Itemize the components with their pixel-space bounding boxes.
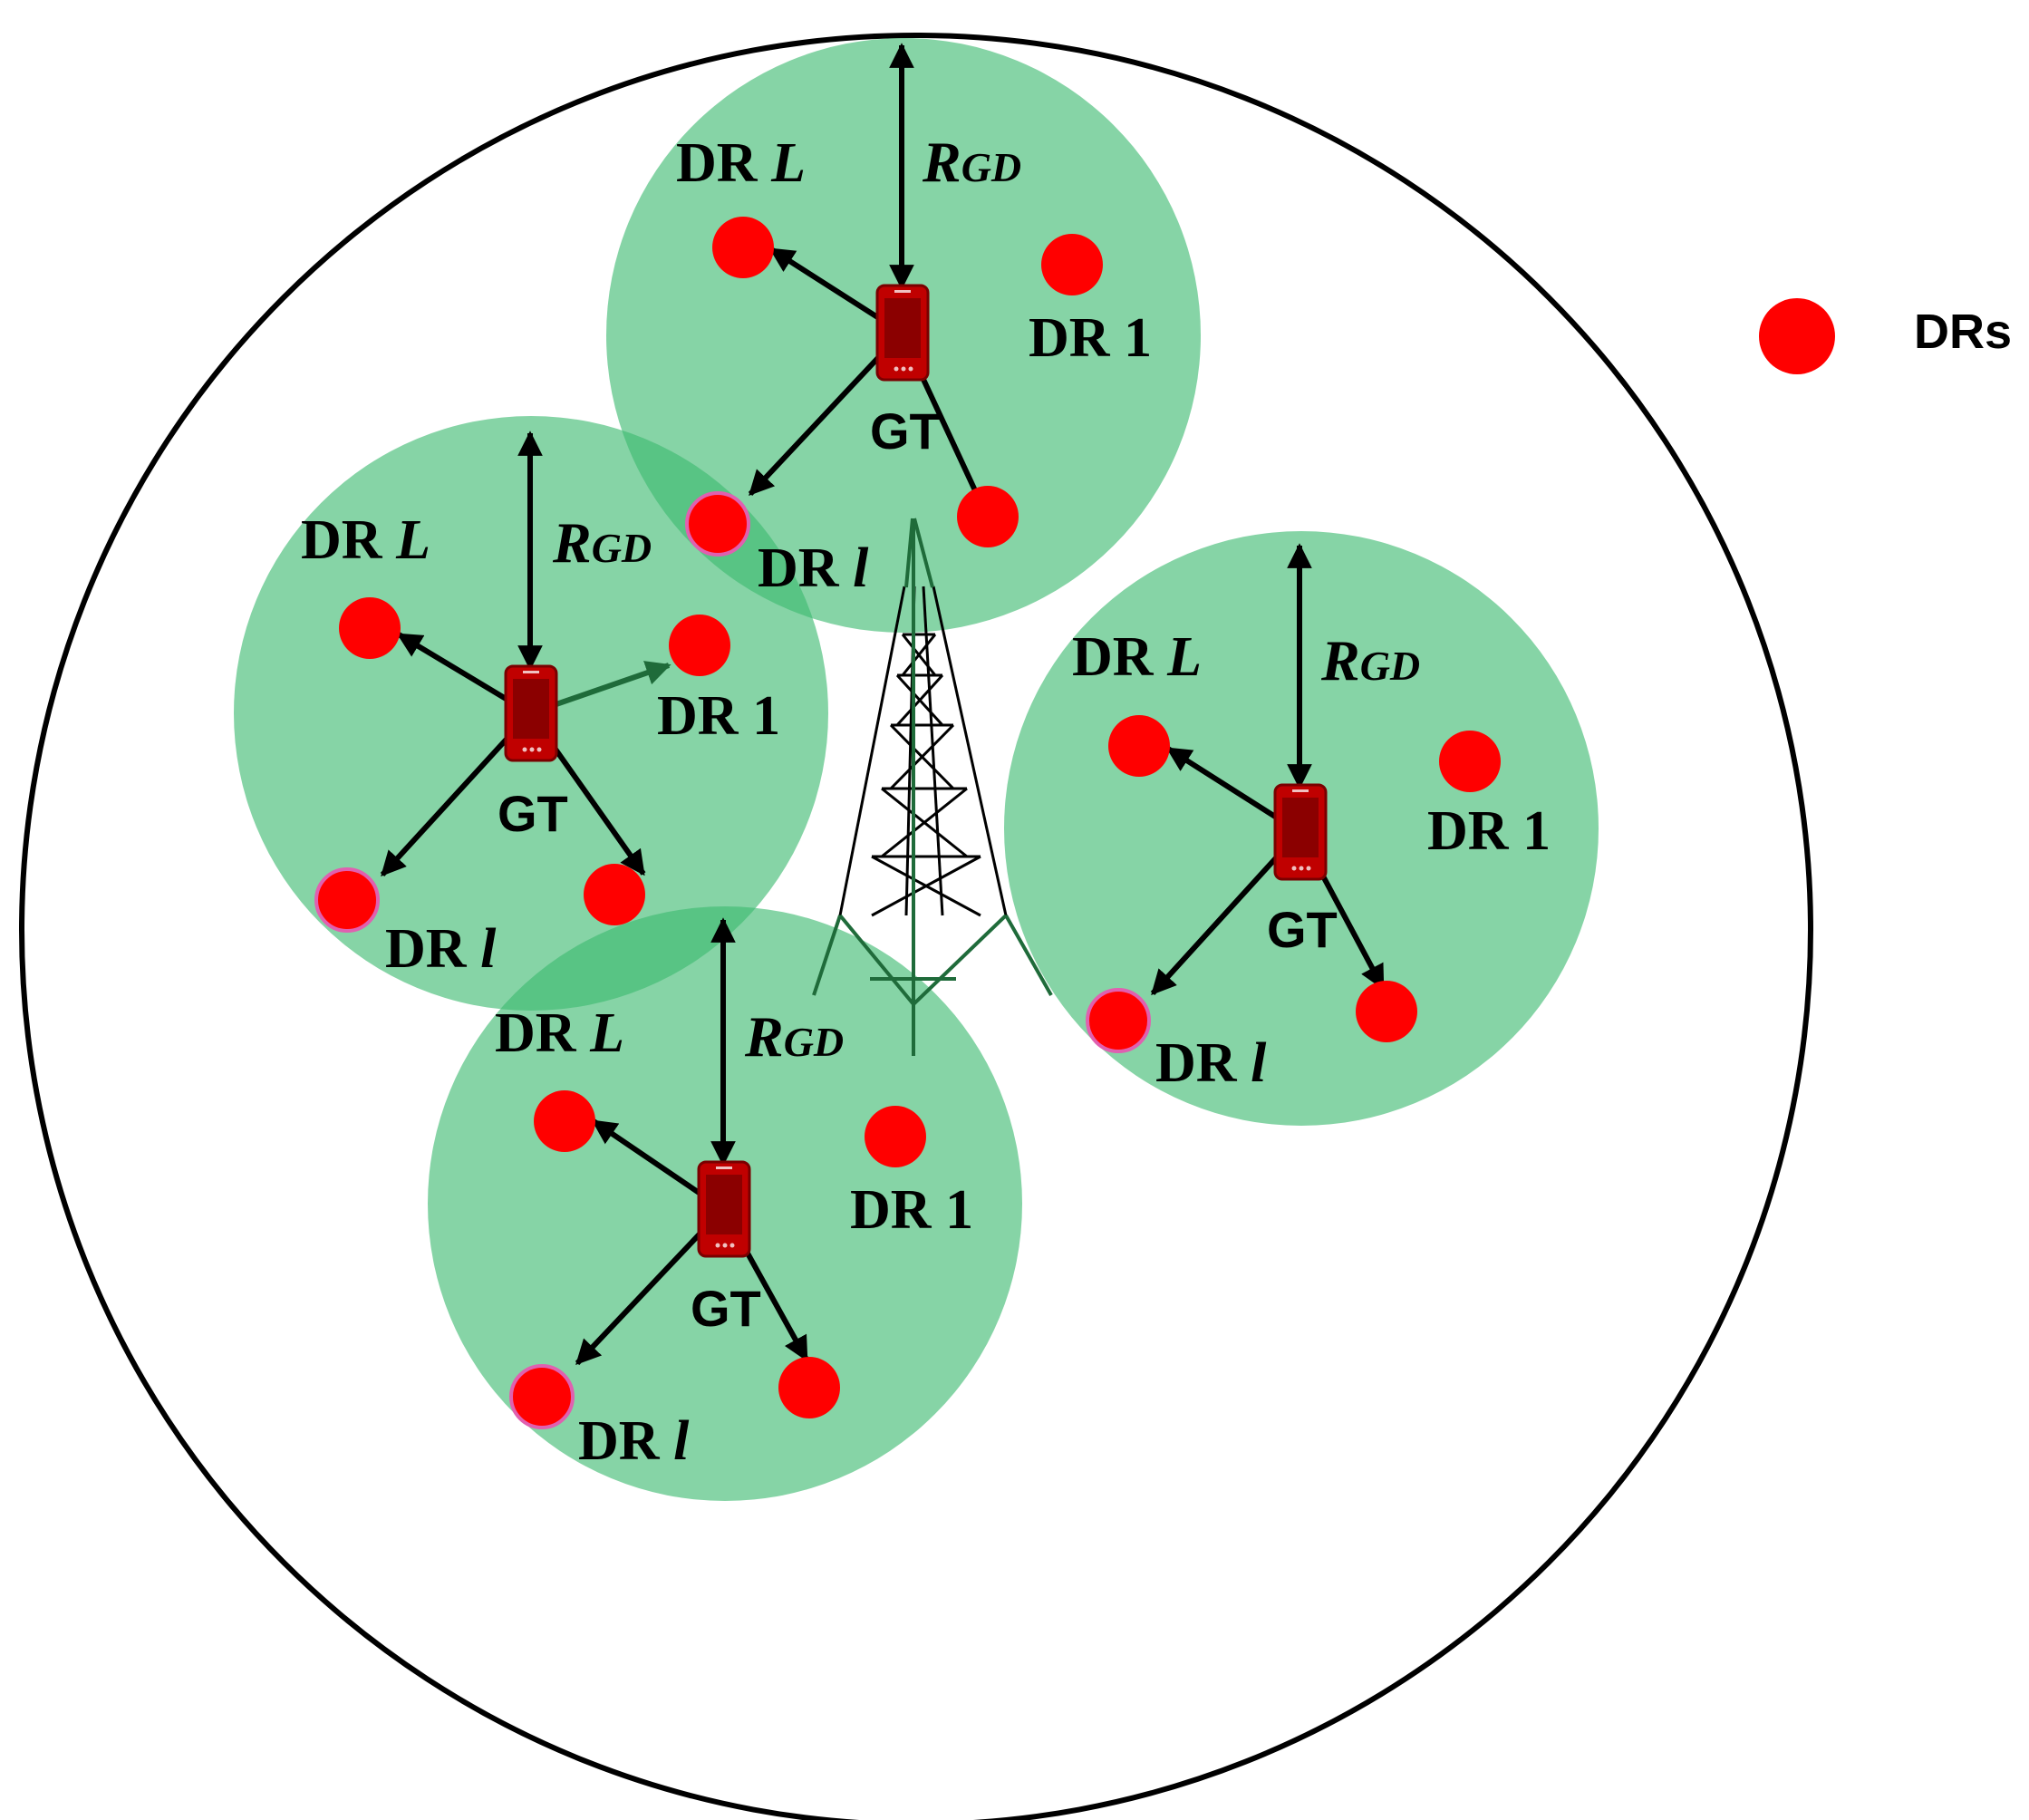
dr-other-marker <box>584 864 645 925</box>
legend-label: DRs <box>1914 305 2012 359</box>
dr-1-label: DR 1 <box>1029 307 1152 369</box>
dr-1-marker <box>669 615 730 676</box>
dr-1-label: DR 1 <box>850 1179 973 1241</box>
cluster-right: DR L DR 1 DR l GT RGD <box>1072 543 1551 1094</box>
legend-dr-marker <box>1759 298 1835 374</box>
dr-last-marker <box>712 217 774 278</box>
gt-label: GT <box>1267 901 1338 958</box>
dr-last-marker <box>534 1090 595 1152</box>
cluster-bottom: DR L DR 1 DR l GT RGD <box>495 917 973 1472</box>
dr-last-label: DR L <box>495 1002 624 1064</box>
radius-label: RGD <box>922 130 1021 194</box>
dr-other-marker <box>778 1357 840 1418</box>
phone-icon <box>875 284 930 382</box>
tower-icon <box>812 518 1053 1056</box>
phone-icon <box>504 664 558 762</box>
dr-l-marker <box>685 491 750 557</box>
dr-l-label: DR l <box>758 537 869 599</box>
dr-1-marker <box>865 1106 926 1167</box>
gt-label: GT <box>691 1280 761 1337</box>
gt-label: GT <box>498 785 568 842</box>
dr-1-label: DR 1 <box>657 685 780 747</box>
dr-l-label: DR l <box>1155 1032 1267 1094</box>
dr-other-marker <box>957 486 1019 547</box>
dr-last-label: DR L <box>1072 626 1202 688</box>
dr-l-marker <box>314 867 380 933</box>
dr-1-marker <box>1041 234 1103 295</box>
phone-icon <box>697 1160 751 1258</box>
dr-1-label: DR 1 <box>1427 800 1551 862</box>
dr-l-marker <box>1086 988 1151 1053</box>
gt-label: GT <box>870 402 941 460</box>
dr-last-marker <box>339 597 401 659</box>
dr-1-marker <box>1439 731 1501 792</box>
legend: DRs <box>1759 298 2012 374</box>
cluster-top: DR L DR 1 DR l GT RGD <box>676 43 1152 599</box>
cell-boundary <box>19 33 1813 1820</box>
dr-last-label: DR L <box>676 132 806 194</box>
dr-l-marker <box>509 1364 575 1429</box>
dr-l-label: DR l <box>578 1410 690 1472</box>
dr-other-marker <box>1356 981 1417 1042</box>
cluster-left: DR L DR 1 DR l GT RGD <box>301 431 780 980</box>
radius-label: RGD <box>1320 628 1420 692</box>
dr-last-marker <box>1108 715 1170 777</box>
cluster-discs <box>234 38 1599 1501</box>
phone-icon <box>1273 783 1328 881</box>
radius-label: RGD <box>552 510 652 575</box>
dr-l-label: DR l <box>385 918 497 980</box>
radius-label: RGD <box>744 1004 844 1069</box>
dr-last-label: DR L <box>301 509 430 571</box>
